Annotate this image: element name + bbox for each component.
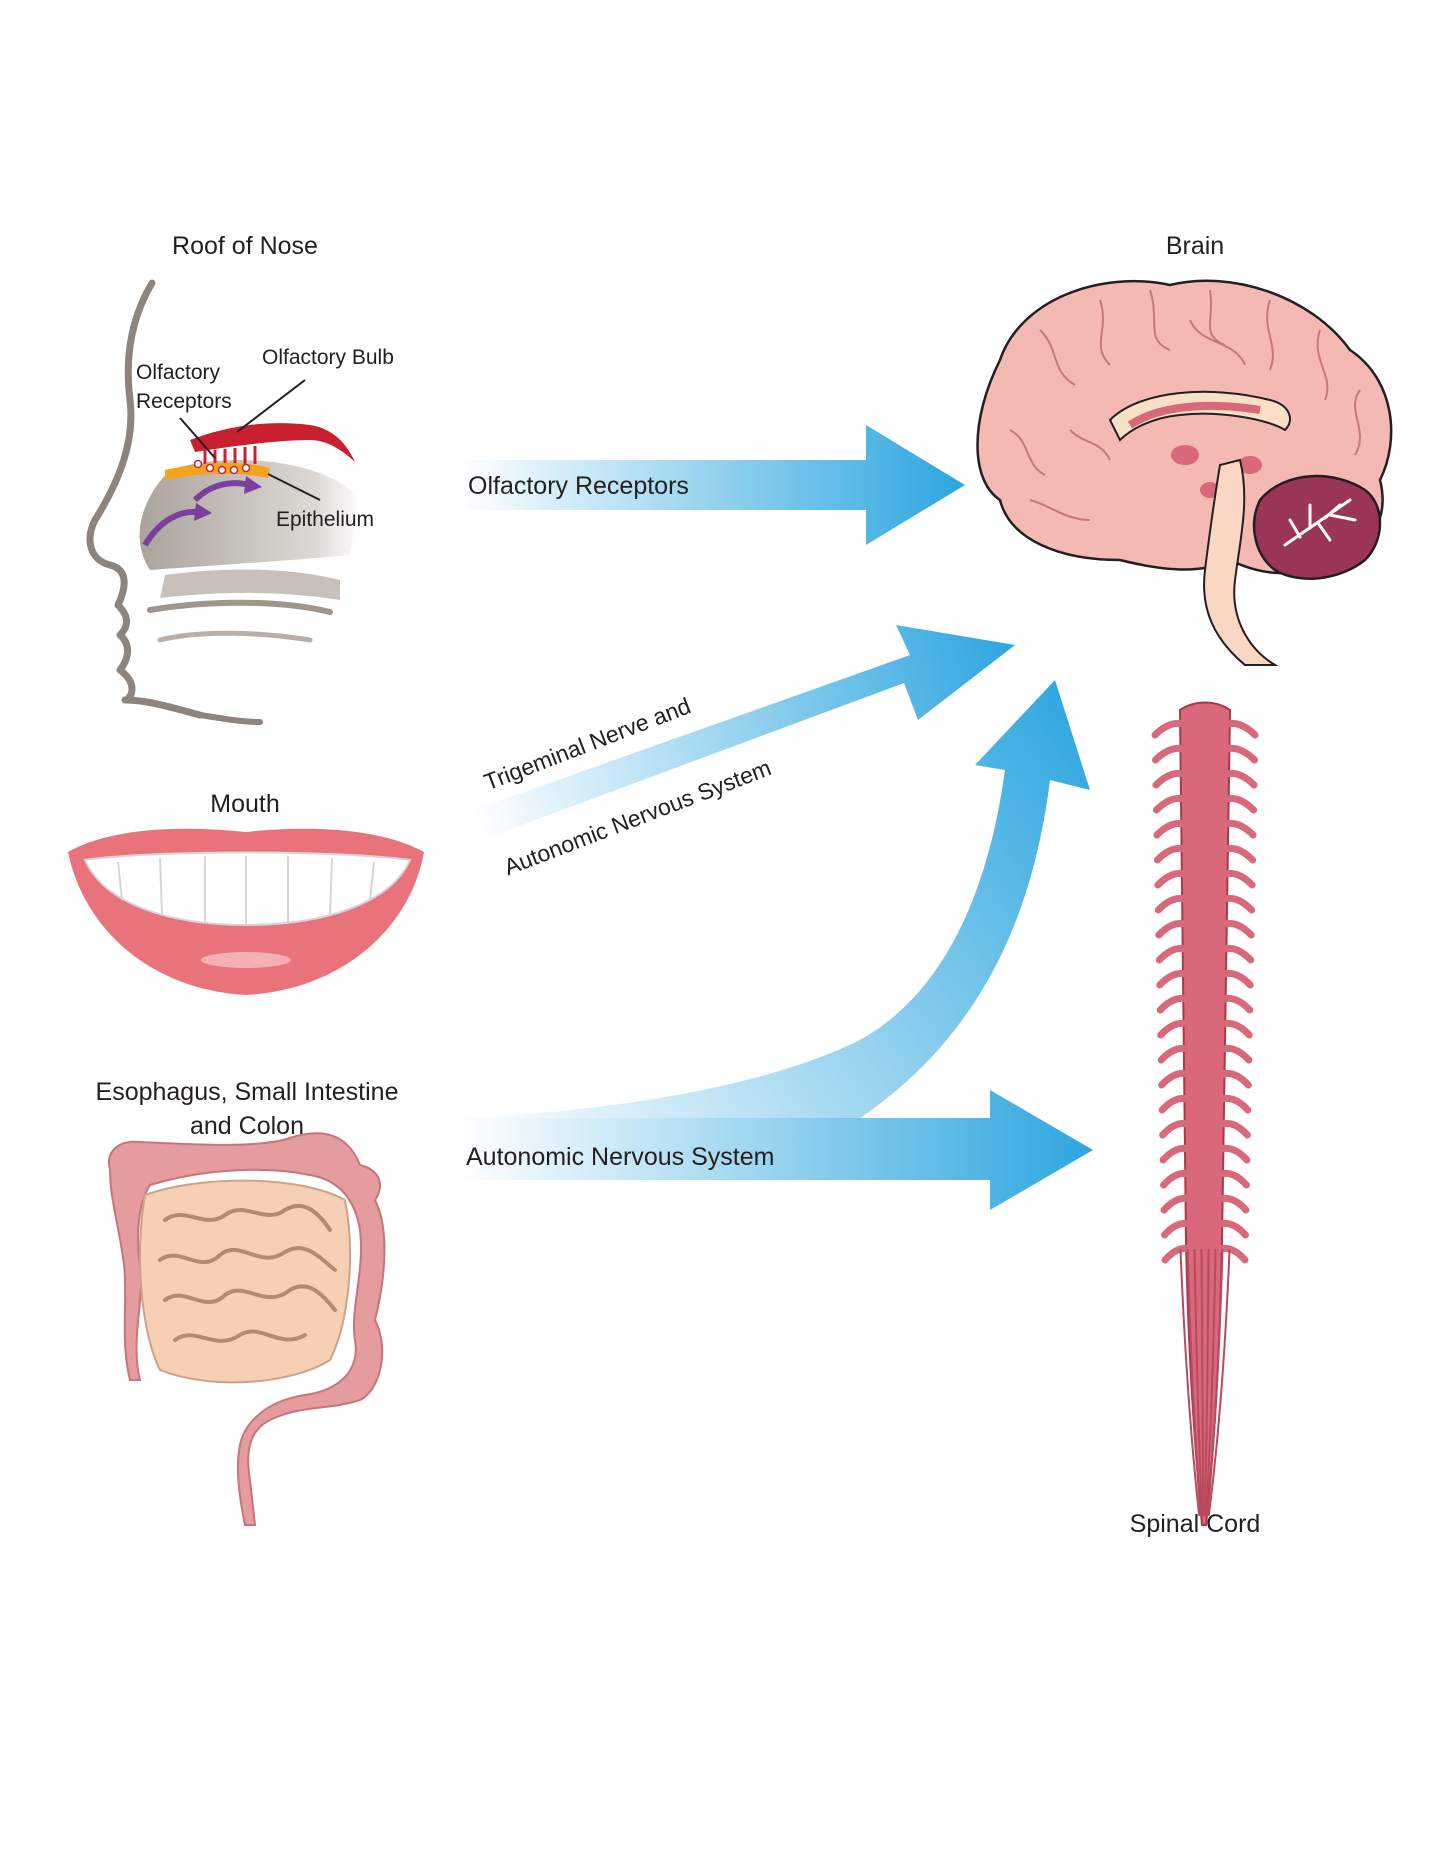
nerve-root [1160, 1169, 1196, 1189]
epithelium-label: Epithelium [276, 508, 375, 531]
mouth-title: Mouth [210, 790, 280, 818]
olfactory-receptors-label-line2: Receptors [136, 390, 232, 413]
nerve-root [1152, 794, 1192, 814]
nerve-root [1216, 944, 1255, 964]
cauda-equina-strand [1186, 1249, 1202, 1516]
nerve-root [1155, 944, 1194, 964]
nerve-root [1214, 1144, 1251, 1164]
cauda-equina-strand [1203, 1249, 1210, 1516]
mouth-illustration [68, 828, 424, 995]
cauda-equina-strand [1206, 1249, 1224, 1516]
cauda-equina-strand [1193, 1249, 1203, 1516]
nerve-root [1215, 1044, 1253, 1064]
nerve-root [1155, 919, 1193, 939]
nerve-root [1214, 1119, 1251, 1139]
nerve-root [1154, 869, 1193, 889]
nerve-root [1151, 719, 1191, 739]
nerve-root [1154, 894, 1193, 914]
nerve-root [1217, 894, 1256, 914]
cauda-equina-strand [1200, 1249, 1205, 1516]
cauda-equina-strand [1179, 1249, 1201, 1516]
nerve-root [1156, 969, 1194, 989]
nerve-root [1160, 1194, 1196, 1214]
nerve-root [1159, 1144, 1196, 1164]
cauda-equina-strand [1205, 1249, 1217, 1516]
nerve-root [1218, 794, 1258, 814]
nerve-root [1218, 819, 1257, 839]
nerve-root [1216, 969, 1254, 989]
cauda-equina-strand [1207, 1249, 1231, 1516]
gut-title-line2: and Colon [190, 1112, 304, 1140]
nose-title: Roof of Nose [172, 232, 318, 260]
nerve-root [1215, 1094, 1252, 1114]
nerve-root [1153, 819, 1192, 839]
nerve-root [1217, 919, 1255, 939]
autonomic-curved-arrow [462, 680, 1090, 1118]
nerve-root [1219, 719, 1259, 739]
brain-illustration [976, 279, 1393, 666]
nerve-root [1156, 994, 1194, 1014]
olfactory-receptors-label-line1: Olfactory [136, 361, 221, 384]
nerve-root [1214, 1169, 1250, 1189]
nerve-root [1218, 769, 1258, 789]
nerve-root [1161, 1244, 1197, 1264]
nerve-root [1158, 1094, 1195, 1114]
nerve-root [1214, 1194, 1250, 1214]
nerve-root [1157, 1044, 1195, 1064]
nerve-root [1217, 869, 1256, 889]
olfactory-pathway-label: Olfactory Receptors [468, 472, 689, 500]
intestines-illustration [108, 1132, 386, 1526]
spinal-cord-title: Spinal Cord [1129, 1510, 1261, 1538]
nerve-root [1158, 1069, 1195, 1089]
nerve-root [1161, 1219, 1197, 1239]
trigeminal-arrow [468, 625, 1015, 845]
brain-title: Brain [1165, 232, 1225, 260]
autonomic-arrow [462, 1090, 1093, 1210]
nerve-root [1219, 744, 1259, 764]
nose-cross-section-illustration [86, 279, 360, 725]
nerve-root [1153, 844, 1192, 864]
nerve-root [1213, 1244, 1249, 1264]
gut-title-line1: Esophagus, Small Intestine [95, 1078, 399, 1106]
nerve-root [1215, 1069, 1252, 1089]
nerve-root [1157, 1019, 1194, 1039]
nerve-root [1216, 1019, 1253, 1039]
nerve-root [1216, 994, 1254, 1014]
nerve-root [1151, 744, 1191, 764]
nerve-root [1159, 1119, 1196, 1139]
autonomic-pathway-label: Autonomic Nervous System [466, 1143, 775, 1171]
nerve-root [1152, 769, 1192, 789]
spinal-cord-illustration [1151, 701, 1259, 1526]
olfactory-arrow [460, 425, 965, 545]
nerve-root [1213, 1219, 1249, 1239]
olfactory-bulb-label: Olfactory Bulb [262, 346, 394, 369]
nerve-root [1218, 844, 1257, 864]
